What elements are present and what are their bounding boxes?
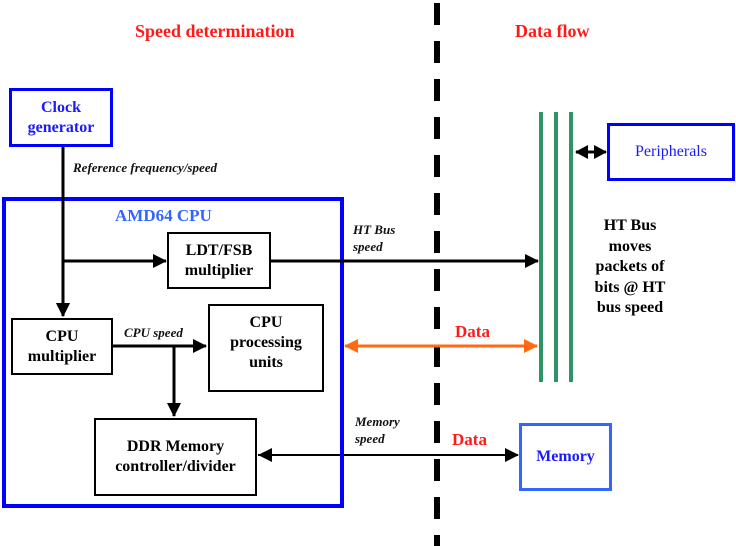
- memory-label: Memory: [536, 448, 595, 465]
- cpu-speed-label: CPU speed: [124, 325, 183, 340]
- ht-bus-speed-label: HT Bus speed: [353, 221, 395, 255]
- ht-bus-description: HT Bus moves packets of bits @ HT bus sp…: [578, 216, 682, 319]
- peripherals-label: Peripherals: [635, 143, 707, 160]
- memory-block: Memory: [519, 423, 612, 491]
- ht-desc-line2: moves: [608, 237, 652, 255]
- heading-speed-determination: Speed determination: [135, 21, 295, 41]
- cpu-proc-label-line3: units: [249, 354, 283, 371]
- memory-data-label: Data: [452, 430, 487, 449]
- cpu-proc-label-line2: processing: [230, 334, 302, 351]
- peripherals-arrow-left-head: [575, 145, 588, 159]
- peripherals-arrow-right-head: [594, 145, 607, 159]
- cpu-processing-units-block: CPU processing units: [208, 304, 324, 392]
- heading-data-flow: Data flow: [515, 21, 590, 41]
- ht-data-label: Data: [455, 322, 490, 341]
- peripherals-block: Peripherals: [607, 123, 735, 181]
- ddr-label-line2: controller/divider: [115, 458, 236, 475]
- cpu-proc-label-line1: CPU: [249, 314, 283, 331]
- clock-label-line2: generator: [27, 118, 95, 136]
- ht-desc-line1: HT Bus: [603, 217, 657, 234]
- cpu-mult-label-line2: multiplier: [27, 347, 97, 365]
- ht-bus-speed-line1: HT Bus: [353, 222, 396, 237]
- amd64-cpu-container: [2, 197, 344, 508]
- ldt-fsb-multiplier-block: LDT/FSB multiplier: [167, 232, 271, 289]
- ht-bus-speed-line2: speed: [353, 239, 383, 254]
- ldt-label-line2: multiplier: [184, 261, 254, 279]
- clock-generator-block: Clock generator: [9, 88, 113, 147]
- cpu-multiplier-block: CPU multiplier: [11, 318, 113, 375]
- amd64-cpu-title: AMD64 CPU: [115, 206, 212, 225]
- memory-speed-line1: Memory: [355, 414, 400, 429]
- clock-label-line1: Clock: [41, 98, 81, 116]
- memory-speed-line2: speed: [355, 431, 385, 446]
- memory-speed-label: Memory speed: [355, 413, 400, 447]
- ddr-label-line1: DDR Memory: [126, 438, 225, 455]
- ldt-label-line1: LDT/FSB: [185, 241, 253, 259]
- ht-desc-line5: bus speed: [596, 299, 664, 316]
- ht-desc-line3: packets of: [595, 258, 665, 275]
- ddr-memory-controller-block: DDR Memory controller/divider: [94, 418, 257, 496]
- cpu-mult-label-line1: CPU: [45, 327, 79, 345]
- reference-frequency-label: Reference frequency/speed: [73, 160, 218, 175]
- ht-desc-line4: bits @ HT: [594, 278, 666, 296]
- memory-arrow-left-head: [258, 448, 272, 462]
